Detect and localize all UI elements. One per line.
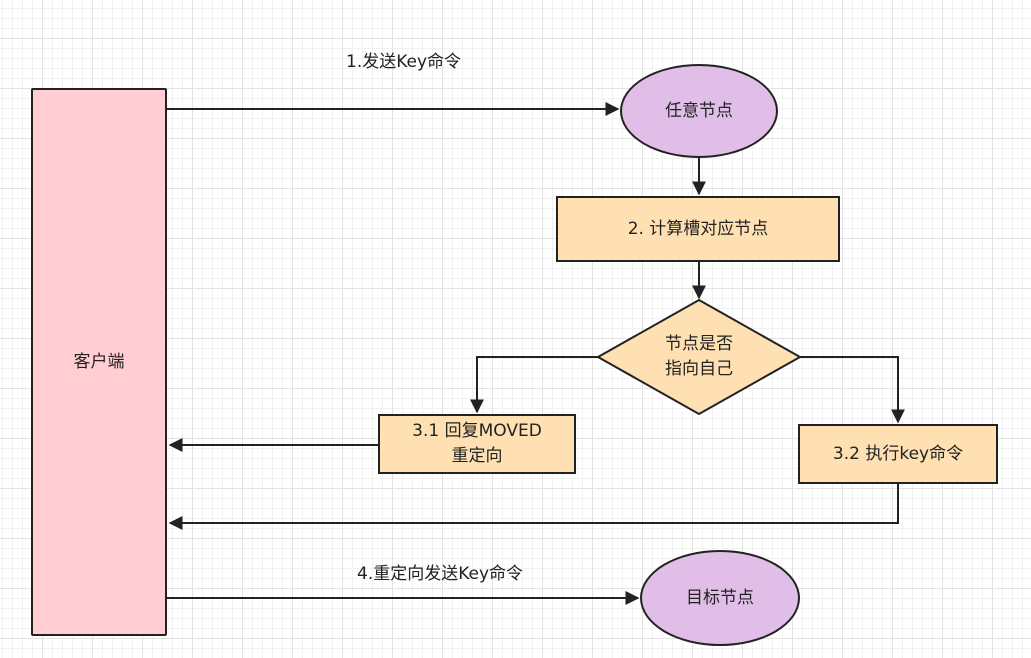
client-label: 客户端 [73, 351, 125, 372]
calc-slot-box: 2. 计算槽对应节点 [556, 196, 840, 262]
reply-moved-line1: 3.1 回复MOVED [412, 421, 542, 442]
any-node-ellipse: 任意节点 [620, 64, 778, 158]
edge-label-send-key: 1.发送Key命令 [346, 52, 462, 72]
exec-cmd-box: 3.2 执行key命令 [798, 424, 998, 484]
arrow-decision-to-reply [470, 356, 598, 414]
decision-label-line2: 指向自己 [665, 359, 733, 379]
arrow-decision-to-exec [800, 356, 905, 424]
client-box: 客户端 [31, 88, 167, 636]
arrow-exec-to-client [168, 484, 899, 530]
any-node-label: 任意节点 [665, 100, 733, 121]
exec-cmd-label: 3.2 执行key命令 [832, 443, 964, 464]
reply-moved-line2: 重定向 [451, 446, 503, 466]
decision-label-line1: 节点是否 [665, 334, 733, 355]
target-node-ellipse: 目标节点 [640, 550, 800, 646]
decision-diamond [595, 298, 803, 416]
reply-moved-box: 3.1 回复MOVED 重定向 [378, 414, 576, 474]
target-node-label: 目标节点 [686, 587, 754, 608]
calc-slot-label: 2. 计算槽对应节点 [627, 218, 769, 239]
edge-label-redirect-send: 4.重定向发送Key命令 [357, 564, 524, 584]
decision-label: 节点是否 指向自己 [598, 300, 800, 414]
